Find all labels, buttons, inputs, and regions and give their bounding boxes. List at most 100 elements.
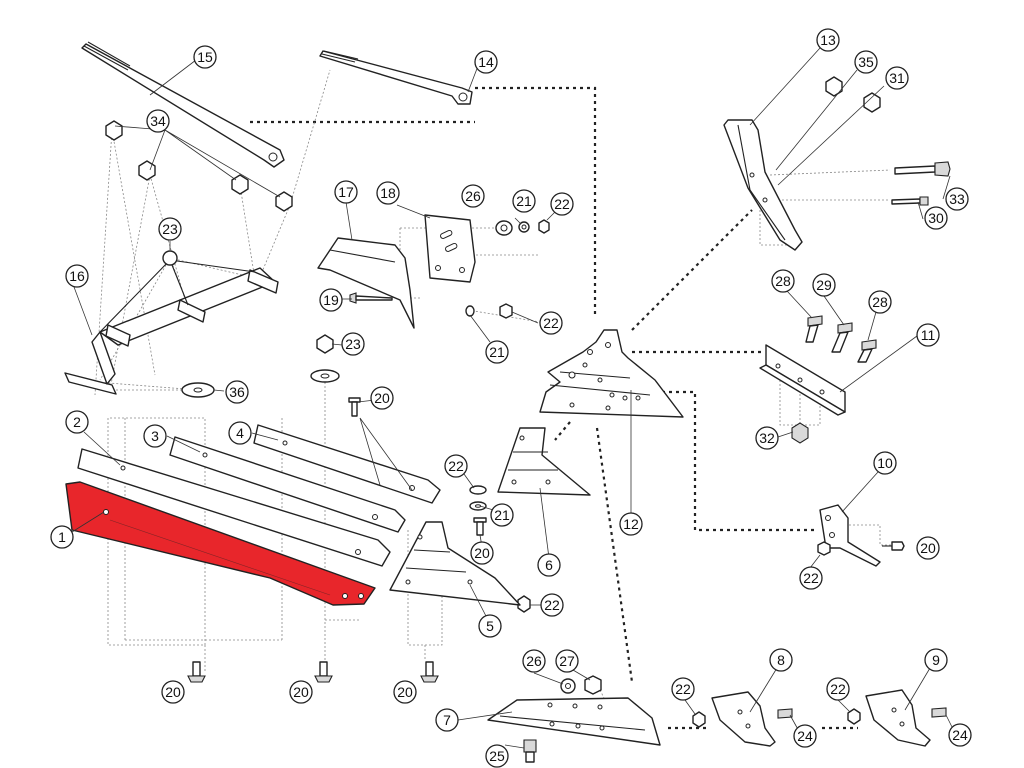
callout-23-mid[interactable]: 23	[341, 332, 365, 356]
plate-11	[759, 344, 846, 416]
callout-19[interactable]: 19	[319, 288, 343, 312]
callout-17[interactable]: 17	[334, 180, 358, 204]
callout-24-tip8[interactable]: 24	[793, 724, 817, 748]
callout-20-right[interactable]: 20	[393, 680, 417, 704]
callout-20-bracket[interactable]: 20	[916, 536, 940, 560]
callout-22-lower[interactable]: 22	[539, 311, 563, 335]
svg-text:23: 23	[345, 336, 361, 352]
callout-5[interactable]: 5	[478, 614, 502, 638]
callouts: 1 2 3 4 5 6 7 8 9 10 11 12 13 14 15 16 1…	[50, 28, 972, 768]
callout-9[interactable]: 9	[924, 648, 948, 672]
callout-22-tip8[interactable]: 22	[671, 677, 695, 701]
callout-21-top[interactable]: 21	[512, 189, 536, 213]
svg-text:35: 35	[858, 54, 874, 70]
callout-28-right[interactable]: 28	[868, 290, 892, 314]
bracket-18	[424, 214, 476, 283]
callout-24-tip9[interactable]: 24	[948, 723, 972, 747]
callout-20-left[interactable]: 20	[161, 680, 185, 704]
svg-text:21: 21	[489, 344, 505, 360]
callout-30[interactable]: 30	[924, 206, 948, 230]
svg-text:12: 12	[623, 516, 639, 532]
callout-18[interactable]: 18	[376, 181, 400, 205]
arm-13	[723, 119, 803, 251]
nut-22-plate-5	[517, 595, 531, 613]
svg-text:17: 17	[338, 184, 354, 200]
svg-text:20: 20	[165, 684, 181, 700]
callout-32[interactable]: 32	[755, 426, 779, 450]
callout-10[interactable]: 10	[873, 451, 897, 475]
knife-2	[77, 448, 391, 567]
callout-21-lower[interactable]: 21	[485, 340, 509, 364]
svg-text:22: 22	[830, 681, 846, 697]
svg-text:8: 8	[777, 652, 785, 668]
callout-1[interactable]: 1	[50, 525, 74, 549]
callout-22-tip9[interactable]: 22	[826, 677, 850, 701]
svg-text:4: 4	[236, 425, 244, 441]
svg-text:23: 23	[162, 221, 178, 237]
callout-31[interactable]: 31	[885, 66, 909, 90]
callout-11[interactable]: 11	[916, 323, 940, 347]
svg-text:5: 5	[486, 618, 494, 634]
svg-text:28: 28	[775, 273, 791, 289]
callout-14[interactable]: 14	[474, 50, 498, 74]
svg-text:11: 11	[921, 327, 936, 343]
tip-8	[692, 691, 793, 747]
callout-4[interactable]: 4	[228, 421, 252, 445]
callout-23-top[interactable]: 23	[158, 217, 182, 241]
svg-text:22: 22	[543, 315, 559, 331]
callout-12[interactable]: 12	[619, 512, 643, 536]
knife-4	[253, 424, 441, 504]
nuts-35-31	[825, 76, 881, 113]
callout-8[interactable]: 8	[769, 648, 793, 672]
callout-29[interactable]: 29	[812, 273, 836, 297]
callout-7[interactable]: 7	[435, 708, 459, 732]
callout-2[interactable]: 2	[65, 410, 89, 434]
svg-text:9: 9	[932, 652, 940, 668]
bracket-10	[817, 504, 881, 567]
svg-text:16: 16	[69, 268, 85, 284]
frame-16	[64, 250, 279, 395]
callout-22-center[interactable]: 22	[444, 454, 468, 478]
washer-26-nut-27	[560, 675, 602, 695]
bolts-33-30	[891, 161, 951, 206]
callout-26-top[interactable]: 26	[461, 184, 485, 208]
bolts-20	[187, 397, 905, 683]
svg-text:19: 19	[323, 292, 339, 308]
washer-36	[181, 382, 215, 398]
callout-28-left[interactable]: 28	[771, 269, 795, 293]
callout-3[interactable]: 3	[143, 424, 167, 448]
svg-text:22: 22	[544, 597, 560, 613]
callout-22-bracket[interactable]: 22	[799, 566, 823, 590]
callout-15[interactable]: 15	[193, 45, 217, 69]
callout-22-top[interactable]: 22	[550, 192, 574, 216]
svg-text:7: 7	[443, 712, 451, 728]
svg-text:31: 31	[889, 70, 905, 86]
nuts-34	[105, 120, 293, 212]
callout-20-center[interactable]: 20	[289, 680, 313, 704]
callout-6[interactable]: 6	[537, 553, 561, 577]
callout-20-top[interactable]: 20	[370, 386, 394, 410]
callout-22-plate5[interactable]: 22	[540, 593, 564, 617]
callout-34[interactable]: 34	[146, 109, 170, 133]
callout-20-mid[interactable]: 20	[470, 541, 494, 565]
callout-35[interactable]: 35	[854, 50, 878, 74]
callout-26-bottom[interactable]: 26	[522, 649, 546, 673]
callout-21-center[interactable]: 21	[490, 503, 514, 527]
callout-25[interactable]: 25	[485, 744, 509, 768]
knife-3	[169, 436, 406, 533]
svg-text:25: 25	[489, 748, 505, 764]
svg-text:24: 24	[952, 727, 968, 743]
svg-text:22: 22	[448, 458, 464, 474]
callout-16[interactable]: 16	[65, 264, 89, 288]
knife-1-highlighted	[65, 481, 376, 606]
callout-13[interactable]: 13	[816, 28, 840, 52]
svg-text:20: 20	[293, 684, 309, 700]
svg-text:28: 28	[872, 294, 888, 310]
callout-27[interactable]: 27	[555, 649, 579, 673]
callout-33[interactable]: 33	[945, 187, 969, 211]
bolts-28-29	[805, 315, 877, 363]
callout-36[interactable]: 36	[225, 380, 249, 404]
bolt-20-center	[314, 661, 333, 683]
svg-text:21: 21	[494, 507, 510, 523]
svg-text:34: 34	[150, 113, 166, 129]
